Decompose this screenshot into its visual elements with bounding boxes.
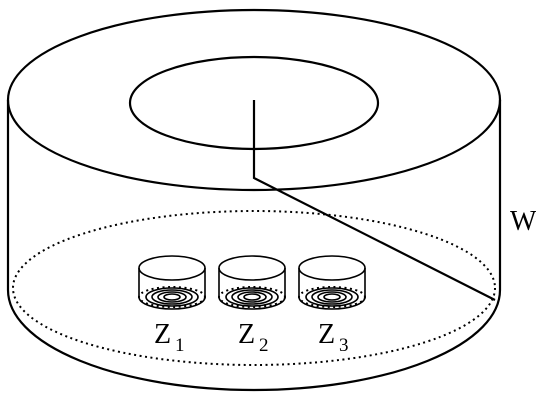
cylinder-body — [6, 100, 502, 392]
svg-text:3: 3 — [339, 335, 349, 356]
zone-cylinder-2 — [218, 255, 286, 310]
zone-label-3: Z 3 — [318, 319, 349, 356]
zone-label-2: Z 2 — [238, 319, 269, 356]
zone-label-1: Z 1 — [154, 319, 185, 356]
svg-text:2: 2 — [259, 335, 269, 356]
path-line — [252, 100, 496, 301]
zone-cylinder-1 — [138, 255, 206, 310]
zone-cylinder-3 — [298, 255, 366, 310]
cylinder-top-rim — [6, 8, 502, 192]
svg-text:Z: Z — [238, 319, 255, 350]
wall-label: W — [510, 206, 536, 237]
svg-text:1: 1 — [175, 335, 185, 356]
svg-text:Z: Z — [154, 319, 171, 350]
svg-text:Z: Z — [318, 319, 335, 350]
floor-outline — [12, 210, 496, 366]
